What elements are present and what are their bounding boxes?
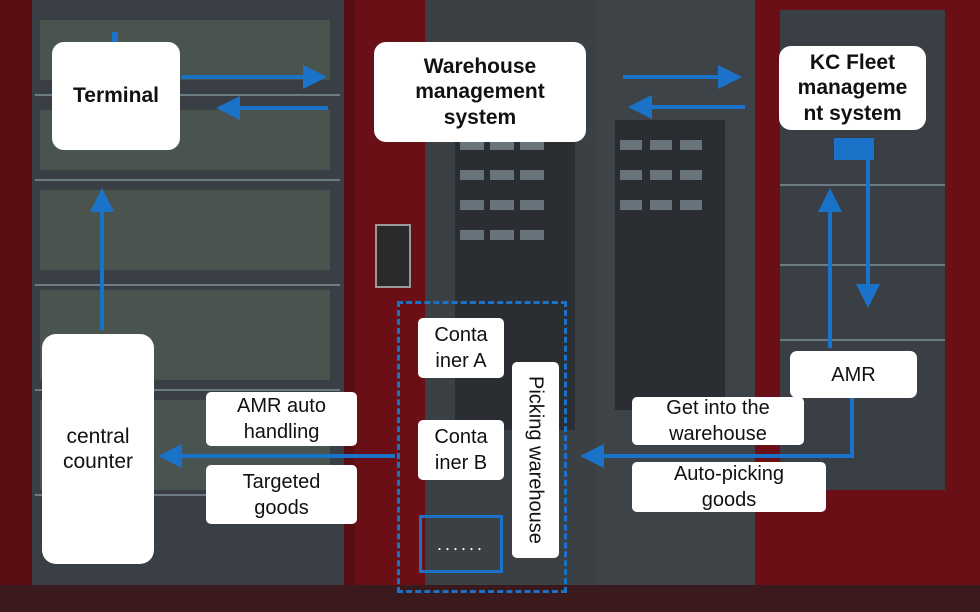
terminal-node: Terminal	[52, 42, 180, 150]
container-a-label: Conta iner A	[434, 324, 488, 372]
kc-fleet-node: KC Fleet manageme nt system	[779, 46, 926, 130]
amr-auto-handling-label: AMR auto handling	[237, 395, 326, 443]
get-into-warehouse-label-box: Get into the warehouse	[632, 397, 804, 445]
wms-node: Warehouse management system	[374, 42, 586, 142]
targeted-goods-label-box: Targeted goods	[206, 465, 357, 524]
more-containers-dots: ......	[436, 533, 485, 554]
container-b-node: Conta iner B	[418, 420, 504, 480]
auto-picking-goods-label-box: Auto-picking goods	[632, 462, 826, 512]
auto-picking-goods-label: Auto-picking goods	[673, 463, 785, 511]
central-counter-node: central counter	[42, 334, 154, 564]
picking-warehouse-label: Picking warehouse	[524, 376, 547, 544]
central-counter-label: central counter	[62, 424, 134, 473]
get-into-warehouse-label: Get into the warehouse	[666, 397, 770, 445]
picking-area-boundary	[397, 301, 567, 593]
terminal-label: Terminal	[73, 84, 159, 108]
picking-warehouse-node: Picking warehouse	[512, 362, 559, 558]
amr-auto-handling-label-box: AMR auto handling	[206, 392, 357, 446]
container-a-node: Conta iner A	[418, 318, 504, 378]
amr-label: AMR	[831, 363, 876, 386]
container-b-label: Conta iner B	[434, 426, 488, 474]
targeted-goods-label: Targeted goods	[242, 470, 321, 519]
kc-fleet-label: KC Fleet manageme nt system	[797, 51, 908, 125]
wms-label: Warehouse management system	[415, 55, 545, 129]
amr-node: AMR	[790, 351, 917, 398]
more-containers-box: ......	[419, 515, 503, 573]
